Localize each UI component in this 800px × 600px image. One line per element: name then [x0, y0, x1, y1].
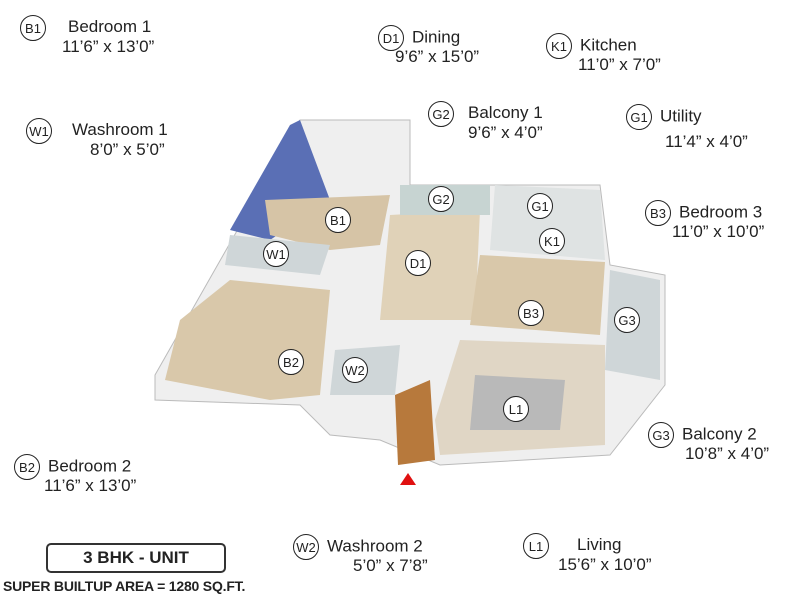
room-code: L1 — [523, 533, 549, 559]
room-name: Washroom 2 — [327, 536, 423, 556]
bedroom2-floor — [165, 280, 330, 400]
marker-l1: L1 — [503, 396, 529, 422]
marker-k1: K1 — [539, 228, 565, 254]
room-name: Kitchen — [580, 35, 637, 55]
room-dim: 11’6” x 13’0” — [44, 476, 137, 495]
room-name: Utility — [660, 106, 702, 126]
room-code: W2 — [293, 534, 319, 560]
room-name: Bedroom 1 — [68, 17, 152, 37]
room-name: Balcony 1 — [468, 103, 543, 123]
room-name: Balcony 2 — [682, 424, 757, 444]
legend-utility: G1 Utility 11’4” x 4’0” — [626, 104, 748, 151]
entry-door — [395, 380, 435, 465]
room-code: G2 — [428, 101, 454, 127]
marker-b1: B1 — [325, 207, 351, 233]
room-dim: 10’8” x 4’0” — [685, 444, 770, 463]
room-dim: 5’0” x 7’8” — [353, 556, 428, 575]
room-code: B3 — [645, 200, 671, 226]
marker-g1: G1 — [527, 193, 553, 219]
room-code: G1 — [626, 104, 652, 130]
room-code: B2 — [14, 454, 40, 480]
marker-g3: G3 — [614, 307, 640, 333]
room-dim: 8’0” x 5’0” — [90, 140, 165, 159]
unit-type-label: 3 BHK - UNIT — [46, 543, 226, 573]
room-dim: 11’4” x 4’0” — [665, 132, 748, 151]
room-dim: 15’6” x 10’0” — [558, 555, 652, 574]
room-code: D1 — [378, 25, 404, 51]
marker-g2: G2 — [428, 186, 454, 212]
room-code: K1 — [546, 33, 572, 59]
room-dim: 9’6” x 4’0” — [468, 123, 543, 142]
room-name: Washroom 1 — [72, 120, 168, 140]
room-name: Living — [577, 535, 622, 555]
marker-b2: B2 — [278, 349, 304, 375]
room-code: G3 — [648, 422, 674, 448]
room-code: W1 — [26, 118, 52, 144]
marker-d1: D1 — [405, 250, 431, 276]
room-dim: 9’6” x 15’0” — [395, 47, 480, 66]
entry-arrow-icon — [400, 473, 416, 485]
room-dim: 11’6” x 13’0” — [62, 37, 155, 56]
marker-b3: B3 — [518, 300, 544, 326]
super-builtup-area: SUPER BUILTUP AREA = 1280 SQ.FT. — [3, 578, 246, 594]
room-name: Bedroom 3 — [679, 202, 763, 222]
room-name: Bedroom 2 — [48, 456, 132, 476]
bedroom3-floor — [470, 255, 605, 335]
room-code: B1 — [20, 15, 46, 41]
room-dim: 11’0” x 10’0” — [672, 222, 765, 241]
kitchen-floor — [490, 185, 605, 260]
room-name: Dining — [412, 27, 461, 47]
marker-w1: W1 — [263, 241, 289, 267]
marker-w2: W2 — [342, 357, 368, 383]
room-dim: 11’0” x 7’0” — [578, 55, 661, 74]
